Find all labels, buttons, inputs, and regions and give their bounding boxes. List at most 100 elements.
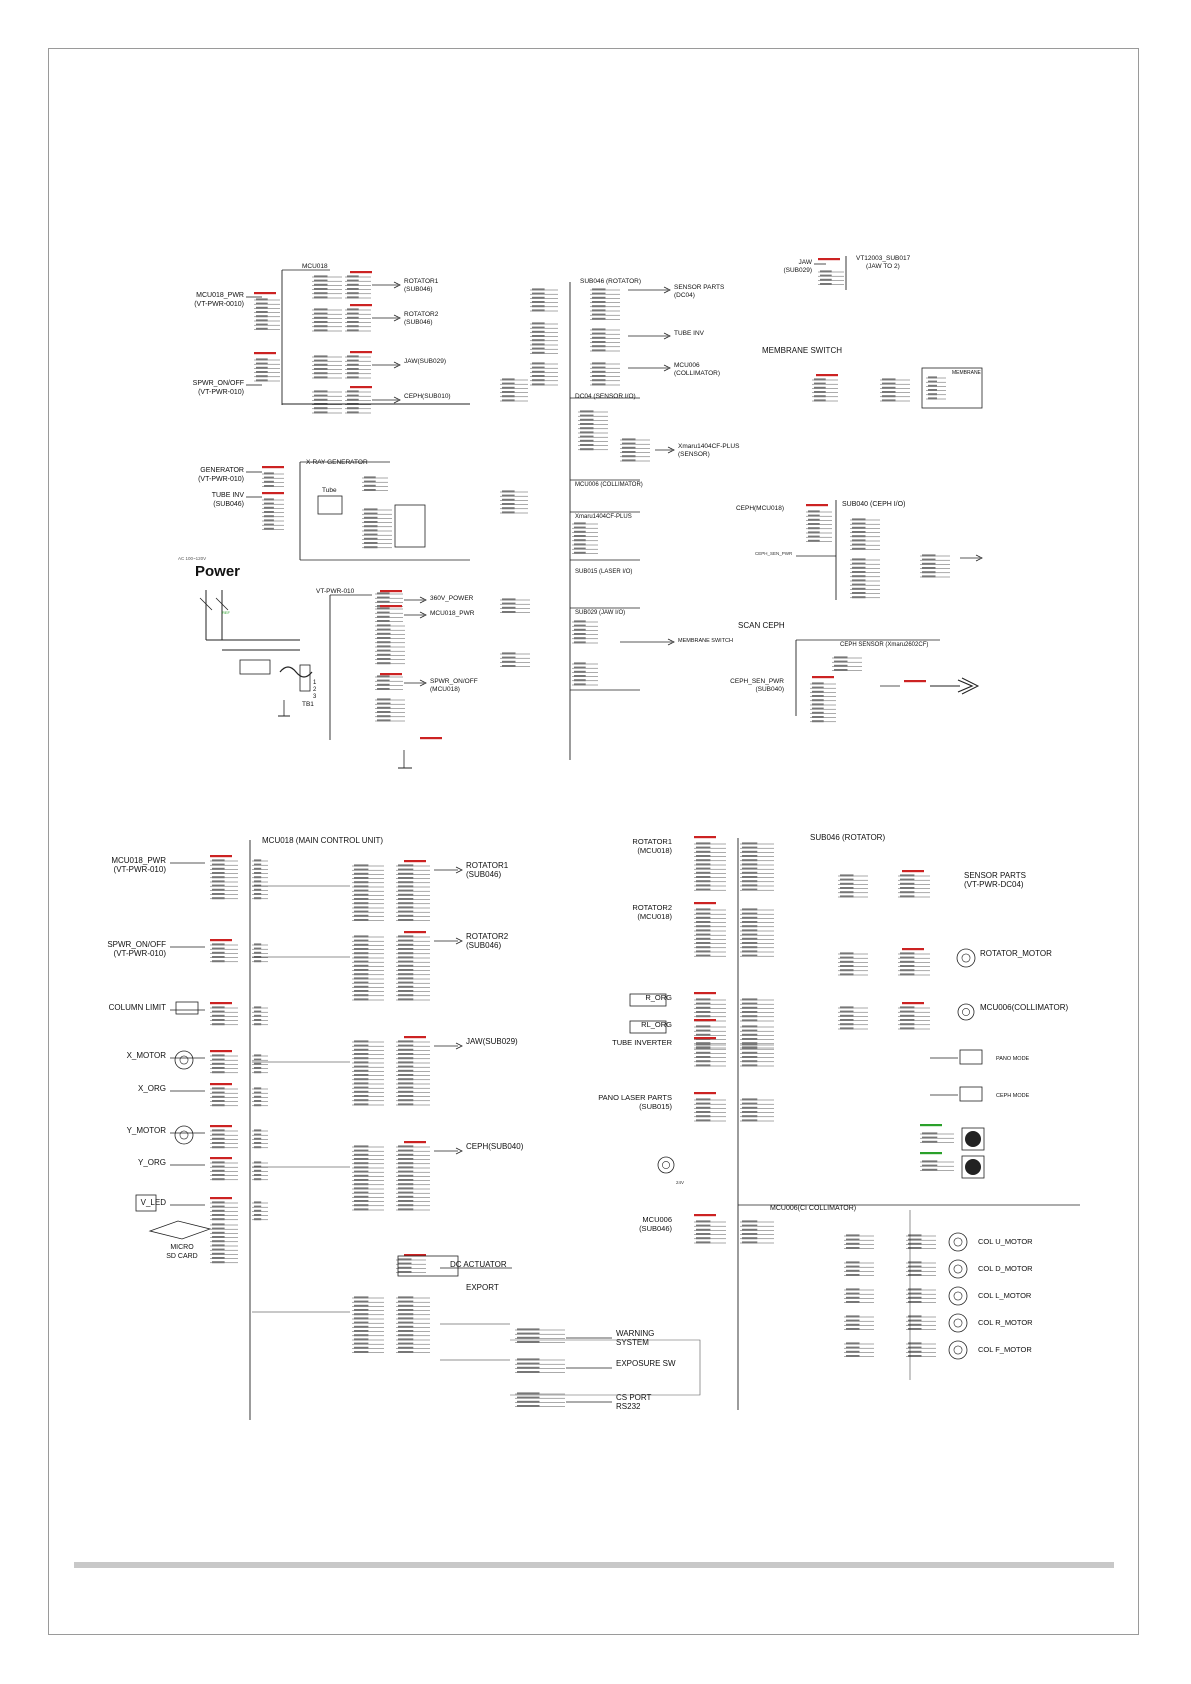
pin-label — [212, 1240, 225, 1243]
pin-label — [347, 325, 359, 328]
pin-label — [502, 665, 516, 667]
pin-label — [212, 1129, 225, 1132]
pin-label — [354, 1048, 369, 1051]
pin-label — [212, 1010, 225, 1013]
pin-label — [212, 1087, 225, 1090]
pin-label — [696, 929, 711, 932]
vt-output-0: 360V_POWER — [430, 595, 474, 602]
membrane-title: MEMBRANE SWITCH — [762, 346, 842, 355]
pin-label — [502, 598, 516, 601]
connector-ref-label — [404, 931, 426, 934]
pin-label — [398, 1208, 414, 1211]
pano-motor-spec: 24V — [676, 1180, 684, 1185]
col-pins-b-1 — [906, 1261, 936, 1276]
pin-label — [354, 969, 369, 971]
col-pins-b-4 — [906, 1342, 936, 1357]
pin-label — [212, 1100, 225, 1102]
pin-label — [212, 863, 225, 866]
pin-label — [908, 1319, 922, 1322]
pin-label — [354, 985, 369, 988]
pin-label — [354, 1086, 369, 1089]
pin-label — [517, 1328, 540, 1331]
pin-label — [347, 288, 359, 290]
pin-label — [900, 956, 915, 959]
pin-label — [212, 859, 225, 862]
motor-shaft — [953, 1291, 963, 1301]
pin-label — [212, 1091, 225, 1094]
pin-label — [846, 1274, 860, 1276]
pin-label — [532, 322, 545, 325]
pin-label — [900, 1010, 915, 1013]
tb1-block — [299, 664, 311, 692]
pin-label — [900, 1027, 915, 1030]
page-frame — [48, 48, 1139, 1635]
pin-label — [347, 398, 359, 401]
pin-label — [398, 960, 414, 963]
pin-label — [398, 1074, 414, 1076]
pin-label — [900, 960, 915, 963]
pin-label — [696, 1006, 711, 1009]
right-ceph: CEPH(SUB040) — [466, 1142, 524, 1151]
pin-label — [398, 935, 414, 938]
pin-label — [900, 1006, 915, 1009]
pin-label — [254, 888, 262, 891]
connector-ref-label — [404, 1036, 426, 1039]
pin-label — [580, 431, 594, 434]
pin-label — [742, 1043, 758, 1046]
output-arrow-icon — [975, 554, 983, 562]
twisted-wire — [279, 666, 313, 678]
pin-label — [742, 1042, 758, 1045]
pin-label — [840, 1014, 854, 1017]
pin-label — [812, 699, 824, 702]
pin-label — [264, 498, 274, 501]
pin-label — [814, 391, 826, 393]
output-arrow-icon — [455, 1147, 463, 1155]
sub-left-r-org: R_ORG — [645, 993, 672, 1002]
pin-label — [742, 1228, 758, 1231]
pin-label — [398, 877, 414, 879]
tube-inv-sub: (SUB046) — [213, 501, 244, 508]
sys-pins-expsw — [515, 1358, 565, 1373]
fan-pins — [920, 1132, 954, 1143]
pin-label — [846, 1247, 860, 1249]
pin-label — [696, 1042, 711, 1045]
pin-label — [254, 1129, 262, 1132]
pin-label — [908, 1261, 922, 1264]
sub-right-mcu006: MCU006(COLLIMATOR) — [980, 1003, 1069, 1012]
pin-label — [820, 283, 832, 285]
pin-label — [900, 1023, 915, 1026]
pin-label — [580, 418, 594, 421]
stepper-motor-icon — [174, 1125, 194, 1145]
pin-label — [622, 459, 636, 462]
connector-ref-label — [694, 1214, 716, 1217]
pin-label — [398, 977, 414, 980]
pin-label — [592, 349, 606, 352]
stepper-motor-icon — [948, 1313, 968, 1333]
switch-icon — [199, 597, 229, 611]
pin-label — [398, 1330, 414, 1332]
pin-label — [922, 1132, 938, 1135]
pin-label — [212, 876, 225, 879]
pin-label — [264, 502, 274, 505]
pin-label — [254, 1010, 262, 1013]
connector-ref-label — [210, 1197, 232, 1200]
pin-label — [742, 998, 758, 1001]
left-y-org: Y_ORG — [138, 1158, 166, 1167]
sub-left-pins-pano — [694, 1098, 726, 1122]
tb1-label: TB1 — [302, 701, 314, 708]
pin-label — [846, 1288, 860, 1291]
vt-out-pins-2 — [375, 675, 403, 690]
left-mcu-pwr: MCU018_PWR — [111, 856, 166, 865]
pin-label — [928, 376, 937, 379]
ceph-in-label: CEPH(MCU018) — [736, 505, 784, 512]
col-pins-a-0 — [844, 1234, 874, 1249]
sub-out-pins-1 — [590, 288, 620, 320]
output-arrow-icon — [455, 866, 463, 874]
pin-label — [900, 965, 915, 967]
pin-label — [398, 1086, 414, 1089]
scan-ceph-title: SCAN CEPH — [738, 621, 785, 630]
pin-label — [212, 1146, 225, 1149]
pin-label — [347, 355, 359, 358]
pin-label — [347, 312, 359, 315]
connector-ref-label — [902, 870, 924, 873]
